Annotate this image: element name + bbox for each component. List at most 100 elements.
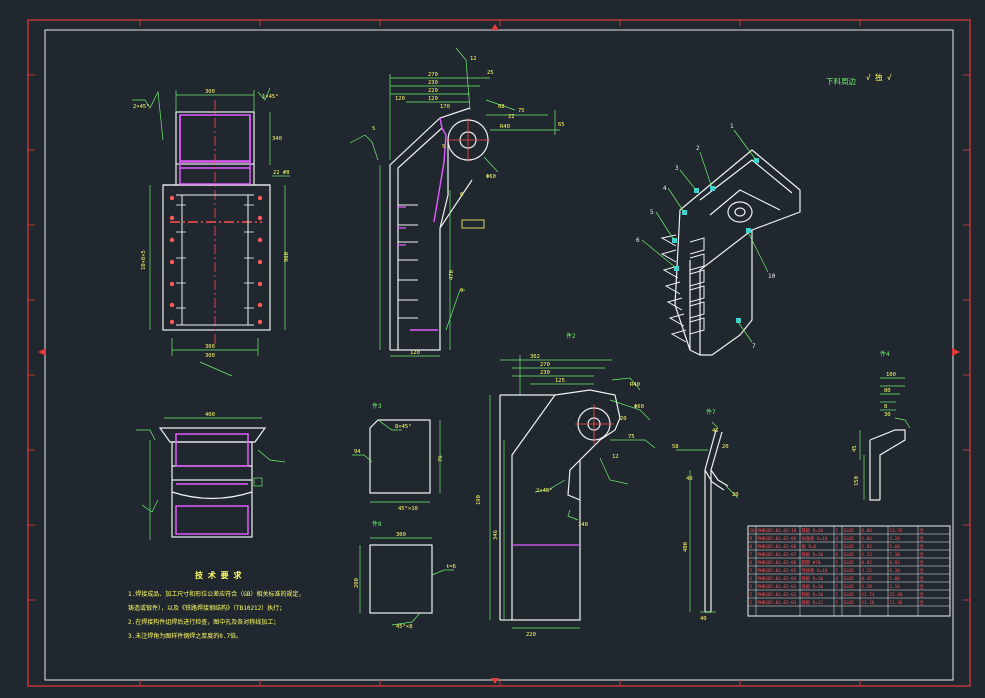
iso-balloon-10: 10 [768,273,776,280]
bom-cell: 9 [750,536,753,542]
bom-cell: 6 [836,552,839,558]
part-3-view[interactable]: 件3 8×45° 76 45°×10 94 [352,402,444,512]
tech-title: 技 术 要 求 [195,570,242,580]
tech-requirements: 技 术 要 求 1.焊接成品、加工尺寸和形位公差应符合（GB）相关标准的规定， … [128,570,304,640]
part-7-label: 件7 [706,408,716,416]
bom-cell: 25.48 [890,592,903,598]
bom-cell: 8 [750,544,753,550]
part-2-dim-11: 220 [526,632,536,638]
bom-cell: 1 [836,560,839,566]
bom-cell: Q345 [844,536,855,542]
side-balloon-9: 9 [460,288,463,294]
bottom-view[interactable]: 400 [136,412,286,540]
side-dim-5: 68 [498,104,505,110]
bom-cell: 合 [920,543,925,550]
part-8-dim-2: t=6 [446,564,456,570]
bom-cell: 1.80 [890,576,901,582]
top-note: 下料周边 [826,76,856,86]
bom-cell: Q345 [844,576,855,582]
bom-cell: 1 [750,600,753,606]
iso-balloon-1: 1 [730,123,734,130]
iso-balloon-4: 4 [663,185,667,192]
part-2-dim-13: 140 [578,522,588,528]
part-8-dim-3: 45°×8 [396,624,413,630]
side-dim-11: 120 [395,96,405,102]
part-8-label: 件8 [372,520,382,528]
bom-cell: Q345 [844,600,855,606]
bom-cell: 10 [750,528,756,534]
outer-border [27,19,971,687]
bom-cell: 2 [836,584,839,590]
bom-cell: PH0305.02.02-09 [758,536,797,542]
front-dim-5: 300 [205,344,215,350]
part-4-dim-4: 45 [852,445,858,452]
part-8-dim-0: 300 [396,532,406,538]
bom-cell: 1.28 [862,584,873,590]
bom-cell: 3 [750,584,753,590]
bom-cell: 7.38 [890,552,901,558]
bom-cell: 3.15 [862,568,873,574]
part-2-label: 件2 [566,332,576,340]
bom-cell: 4 [750,576,753,582]
side-dim-6: 22 [508,114,515,120]
bom-cell: Q345 [844,568,855,574]
center-marks [38,24,960,684]
bom-cell: PH0305.02.02-02 [758,592,797,598]
bom-cell: PH0305.02.02-05 [758,568,797,574]
part-2-view[interactable]: 件2 302 270 230 [476,332,656,638]
side-dim-14: 5 [372,126,375,132]
bom-cell: PH0305.02.02-07 [758,552,797,558]
front-dim-8: 300 [205,353,215,359]
part-2-dim-4: R40 [630,382,640,388]
part-2-dim-0: 302 [530,354,540,360]
part-3-dim-3: 94 [354,449,361,455]
bottom-dim-0: 400 [205,412,215,418]
bom-cell: 合 [920,527,925,534]
bom-cell: 5 [750,568,753,574]
isometric-view[interactable]: 1 2 3 4 5 6 10 7 [636,123,801,356]
part-8-dim-1: 200 [354,578,360,588]
part-4-dim-5: 150 [854,476,860,486]
part-2-dim-1: 270 [540,362,550,368]
front-dim-0: 300 [205,89,215,95]
bom-cell: 1.23 [862,552,873,558]
side-view[interactable]: 270 230 220 120 170 68 22 75 R40 Φ60 65 … [349,47,565,357]
side-dim-10: 65 [558,122,565,128]
part-2-dim-8: 12 [612,454,619,460]
bom-cell: Q345 [844,552,855,558]
top-note-symbols: √ 独 √ [866,72,892,82]
iso-balloon-6: 6 [636,237,640,244]
front-view[interactable]: 300 340 22 #8 2×45° 1×45° 300 10×8×5 960… [132,87,290,377]
side-dim-1: 230 [428,80,438,86]
tech-line-1: 1.焊接成品、加工尺寸和形位公差应符合（GB）相关标准的规定， [128,590,304,598]
bom-cell: 6.30 [890,568,901,574]
bom-cell: Q345 [844,592,855,598]
tech-line-2: 铸造或锻件），以及《铁路焊接钢结构》（TB10212）执行； [128,604,285,612]
part-2-dim-6: 20 [620,416,627,422]
bom-cell: 连接板 δ=10 [802,567,828,574]
bom-cell: 2 [836,568,839,574]
bom-cell: 13.76 [890,528,903,534]
zone-markers [28,20,970,686]
bom-cell: 4 [836,536,839,542]
bom-cell: 4 [836,576,839,582]
front-dim-7: 960 [284,252,290,262]
part-7-dim-3: 40 [686,476,693,482]
part-7-view[interactable]: 件7 45 20 58 40 400 20 40 [672,408,739,622]
front-dim-1: 340 [272,136,282,142]
bom-cell: PH0305.02.02-04 [758,576,797,582]
front-dim-3: 2×45° [133,104,150,110]
bom-cell: 1 [836,600,839,606]
tech-line-4: 3.未注焊角为图样件钢焊之厚度的0.7倍。 [128,632,242,640]
part-3-dim-2: 45°×10 [398,506,418,512]
side-dim-4: 170 [440,104,450,110]
side-dim-12: 12 [470,56,477,62]
bom-cell: 2.83 [862,544,873,550]
iso-balloon-7: 7 [752,343,756,350]
part-8-view[interactable]: 件8 300 200 t=6 45°×8 [354,520,456,630]
bom-cell: 5.66 [890,544,901,550]
side-balloon-5: 5 [442,144,445,150]
part-4-view[interactable]: 件4 100 80 8 30 45 150 [852,350,911,501]
